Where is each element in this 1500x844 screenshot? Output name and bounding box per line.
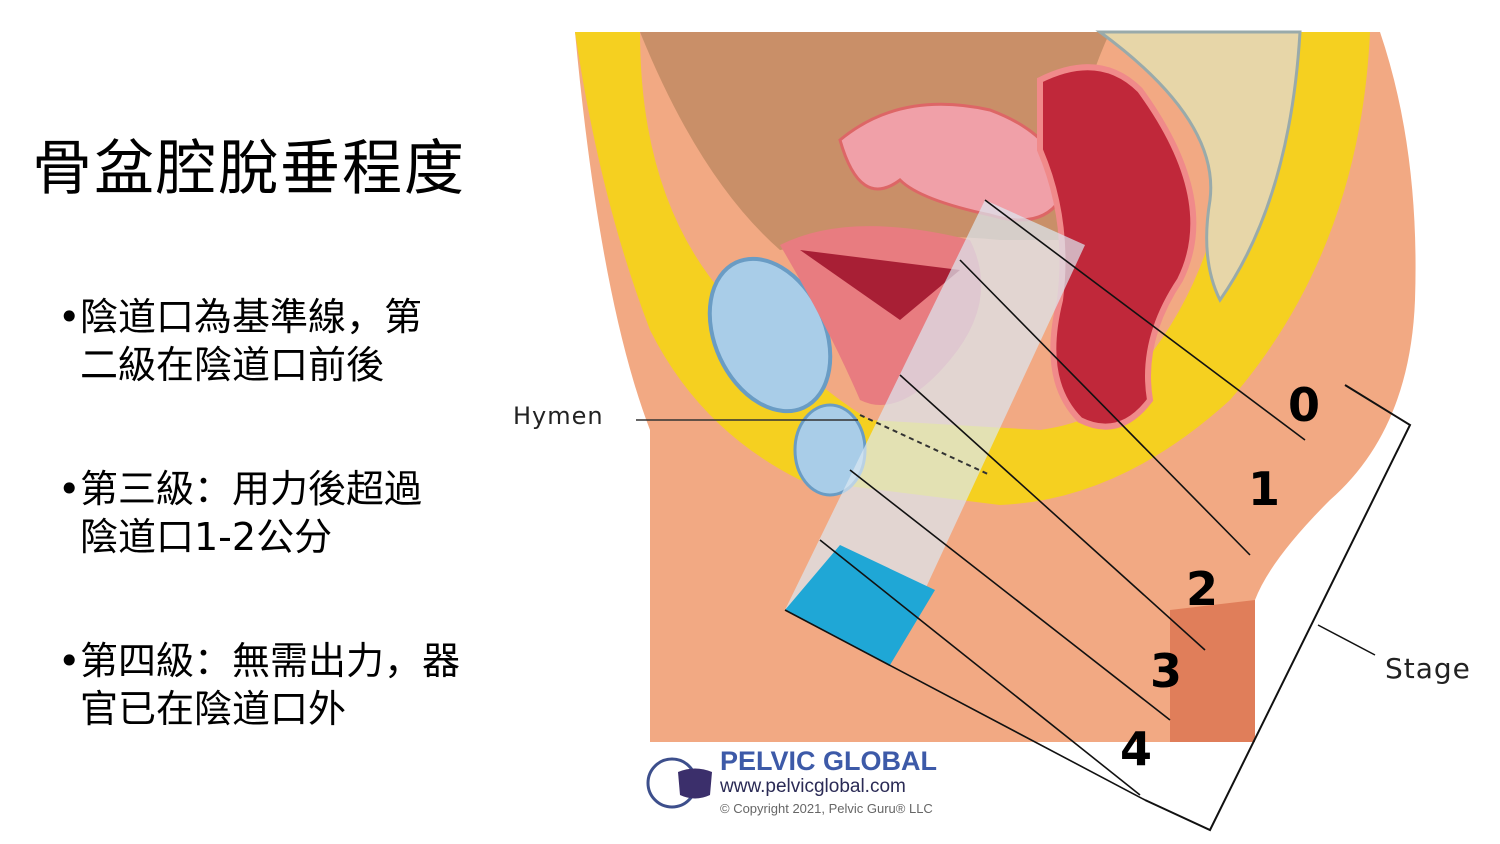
slide-title: 骨盆腔脫垂程度 — [32, 134, 466, 204]
bullet-dot: • — [58, 639, 81, 683]
bullet-line: 官已在陰道口外 — [80, 687, 347, 731]
prolapse-band — [785, 200, 1085, 665]
bullet-line: 第四級：無需出力，器 — [80, 639, 461, 683]
stage-number-2: 2 — [1186, 562, 1219, 616]
leg-shadow — [1170, 600, 1255, 742]
stage-number-0: 0 — [1288, 378, 1321, 432]
bullet-stage-3: • 第三級：用力後超過 陰道口1-2公分 — [58, 465, 422, 561]
bullet-line: 陰道口為基準線，第 — [80, 295, 423, 339]
stage-bracket — [1144, 384, 1412, 832]
logo-pelvis-icon — [678, 768, 712, 799]
bullet-dot: • — [58, 295, 81, 339]
hymen-dashed-line — [859, 414, 991, 476]
bullet-line: 第三級：用力後超過 — [80, 467, 423, 511]
stage-label: Stage — [1385, 652, 1471, 685]
bullet-stage-4: • 第四級：無需出力，器 官已在陰道口外 — [58, 637, 460, 733]
logo-copyright: © Copyright 2021, Pelvic Guru® LLC — [720, 801, 933, 816]
stage-lines — [784, 199, 1306, 801]
uterus — [838, 102, 1063, 222]
sacrum — [1095, 30, 1302, 303]
bullet-line: 二級在陰道口前後 — [80, 343, 385, 387]
bullet-stage-2: • 陰道口為基準線，第 二級在陰道口前後 — [58, 293, 422, 389]
stage-number-1: 1 — [1248, 462, 1281, 516]
prolapse-stage-4-region — [785, 545, 935, 665]
stage-number-4: 4 — [1120, 722, 1153, 776]
hymen-label: Hymen — [513, 402, 604, 430]
logo-name: PELVIC GLOBAL — [720, 746, 938, 776]
bullet-dot: • — [58, 467, 81, 511]
rugae — [800, 250, 960, 320]
logo-url: www.pelvicglobal.com — [720, 776, 906, 797]
stage-number-3: 3 — [1150, 644, 1183, 698]
bullet-line: 陰道口1-2公分 — [80, 515, 333, 559]
stage-leader-line — [1317, 624, 1376, 656]
